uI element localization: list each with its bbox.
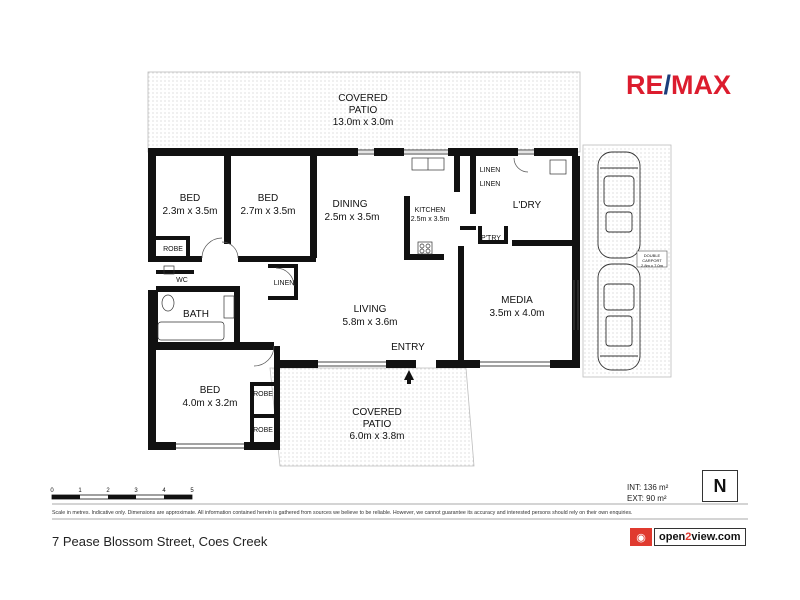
entry-name: ENTRY xyxy=(391,342,425,353)
robe3-name: ROBE xyxy=(253,427,273,434)
linen-hall-name: LINEN xyxy=(274,280,295,287)
scale-tick-5: 5 xyxy=(190,488,194,494)
living-size: 5.8m x 3.6m xyxy=(342,317,397,328)
remax-logo-part1: RE xyxy=(626,70,664,100)
area-summary: INT: 136 m² EXT: 90 m² xyxy=(627,482,668,504)
carport-name2: CARPORT xyxy=(642,258,662,263)
remax-logo-slash: / xyxy=(663,70,672,100)
kitchen-name: KITCHEN xyxy=(415,207,446,214)
bed2-name: BED xyxy=(258,193,279,204)
walls xyxy=(148,148,580,450)
bed3-size: 4.0m x 3.2m xyxy=(182,398,237,409)
covered-patio-bottom-name: COVERED xyxy=(352,407,401,418)
laundry-name: L'DRY xyxy=(513,200,542,211)
carport-size: 2.8m x 7.0m xyxy=(641,263,664,268)
windows xyxy=(176,149,579,449)
bed3-name: BED xyxy=(200,385,221,396)
scale-tick-0: 0 xyxy=(50,488,54,494)
covered-patio-top-size: 13.0m x 3.0m xyxy=(333,117,394,128)
remax-logo: RE/MAX xyxy=(626,70,731,101)
door-swings xyxy=(201,157,529,367)
open2view-suffix: view.com xyxy=(691,531,741,543)
open2view-prefix: open xyxy=(659,531,686,543)
covered-patio-bottom-size: 6.0m x 3.8m xyxy=(349,431,404,442)
covered-patio-top-area xyxy=(147,71,581,153)
wc-name: WC xyxy=(176,277,188,284)
covered-patio-bottom-name2: PATIO xyxy=(363,419,392,430)
dining-size: 2.5m x 3.5m xyxy=(324,212,379,223)
bed2-size: 2.7m x 3.5m xyxy=(240,206,295,217)
scale-ticks: 0 1 2 3 4 5 xyxy=(50,488,194,494)
carport-name: DOUBLE xyxy=(644,253,661,258)
kitchen-size: 2.5m x 3.5m xyxy=(411,216,450,223)
robe1-name: ROBE xyxy=(163,246,183,253)
car-top-icon xyxy=(597,151,641,259)
carport-label-box xyxy=(636,250,668,268)
pantry-name: P'TRY xyxy=(481,235,501,242)
open2view-number: 2 xyxy=(685,531,692,543)
entry-arrow-icon xyxy=(404,370,414,384)
living-name: LIVING xyxy=(354,304,387,315)
scale-tick-3: 3 xyxy=(134,488,138,494)
disclaimer-text: Scale in metres. Indicative only. Dimens… xyxy=(52,510,633,516)
linen-k1-name: LINEN xyxy=(480,167,501,174)
robe2-name: ROBE xyxy=(253,391,273,398)
media-size: 3.5m x 4.0m xyxy=(489,308,544,319)
scale-tick-2: 2 xyxy=(106,488,110,494)
bed1-name: BED xyxy=(180,193,201,204)
linen-k2-name: LINEN xyxy=(480,181,501,188)
compass-label: N xyxy=(713,475,727,496)
scale-tick-1: 1 xyxy=(78,488,82,494)
covered-patio-top-name: COVERED xyxy=(338,93,387,104)
remax-logo-part2: MAX xyxy=(671,70,732,100)
bath-fixtures xyxy=(157,265,235,341)
bath-name: BATH xyxy=(183,309,209,320)
scale-bar xyxy=(51,494,748,520)
kitchen-fixtures xyxy=(411,157,567,255)
scale-tick-4: 4 xyxy=(162,488,166,494)
dining-name: DINING xyxy=(333,199,368,210)
bed1-size: 2.3m x 3.5m xyxy=(162,206,217,217)
media-name: MEDIA xyxy=(501,295,533,306)
property-address: 7 Pease Blossom Street, Coes Creek xyxy=(52,534,268,549)
internal-area: INT: 136 m² xyxy=(627,483,669,492)
covered-patio-top-name2: PATIO xyxy=(349,105,378,116)
car-bottom-icon xyxy=(597,263,641,371)
camera-icon: ◉ xyxy=(630,528,652,546)
north-compass-icon: N xyxy=(702,470,738,502)
external-area: EXT: 90 m² xyxy=(627,494,667,503)
